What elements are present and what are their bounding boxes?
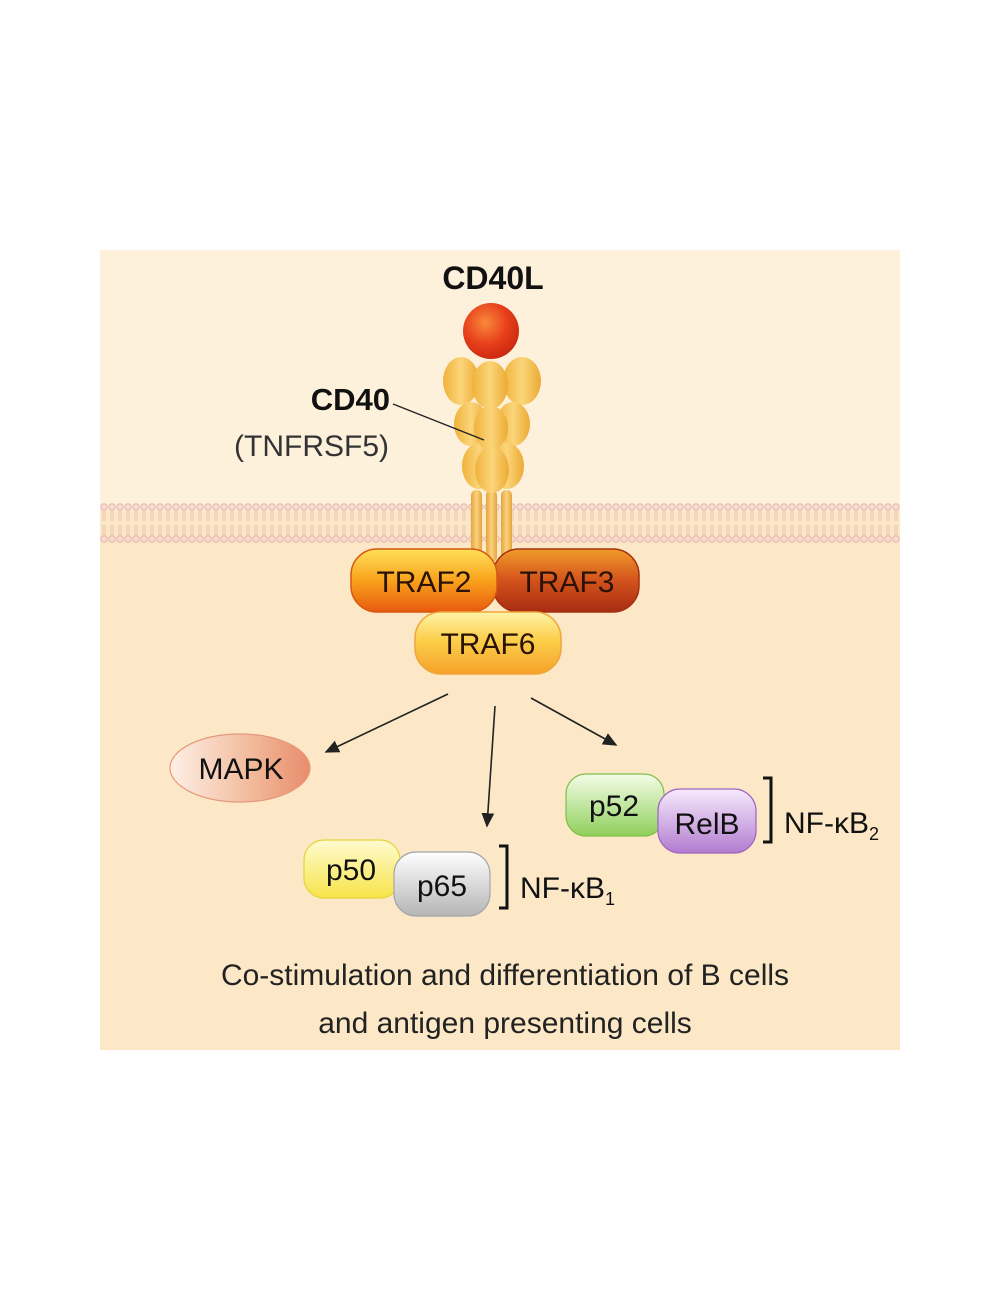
nfkb2-bracket [763, 776, 773, 844]
cd40-transmembrane [471, 490, 512, 562]
traf6-node: TRAF6 [414, 611, 562, 675]
signal-arrows [324, 693, 618, 828]
traf6-label: TRAF6 [440, 628, 535, 661]
cd40l-label: CD40L [442, 260, 543, 296]
cell-membrane [100, 503, 900, 543]
cd40-receptor [443, 357, 541, 493]
traf3-node: TRAF3 [492, 548, 640, 613]
nfkb2-label: NF-κB2 [784, 807, 879, 844]
p52-node: p52 [565, 773, 665, 837]
p52-label: p52 [589, 790, 639, 823]
p65-node: p65 [393, 851, 491, 917]
cd40l-ligand [463, 303, 519, 359]
relb-label: RelB [674, 808, 739, 841]
cd40-alias-label: (TNFRSF5) [234, 430, 389, 463]
nfkb1-bracket [499, 844, 509, 910]
arrow-to-nfkb2 [530, 697, 618, 746]
p50-label: p50 [326, 854, 376, 887]
cd40-label: CD40 [311, 382, 390, 417]
p65-label: p65 [417, 870, 467, 903]
arrow-to-nfkb1 [481, 705, 496, 828]
cd40-leader-line [392, 403, 485, 441]
mapk-label: MAPK [198, 753, 283, 786]
p50-node: p50 [303, 839, 401, 899]
traf2-node: TRAF2 [350, 548, 498, 613]
arrow-to-mapk [324, 693, 449, 753]
traf2-label: TRAF2 [376, 566, 471, 599]
caption-line-1: Co-stimulation and differentiation of B … [221, 959, 789, 992]
mapk-node: MAPK [169, 733, 311, 803]
relb-node: RelB [657, 788, 757, 854]
nfkb1-label: NF-κB1 [520, 872, 615, 909]
traf3-label: TRAF3 [519, 566, 614, 599]
caption-line-2: and antigen presenting cells [318, 1007, 692, 1040]
